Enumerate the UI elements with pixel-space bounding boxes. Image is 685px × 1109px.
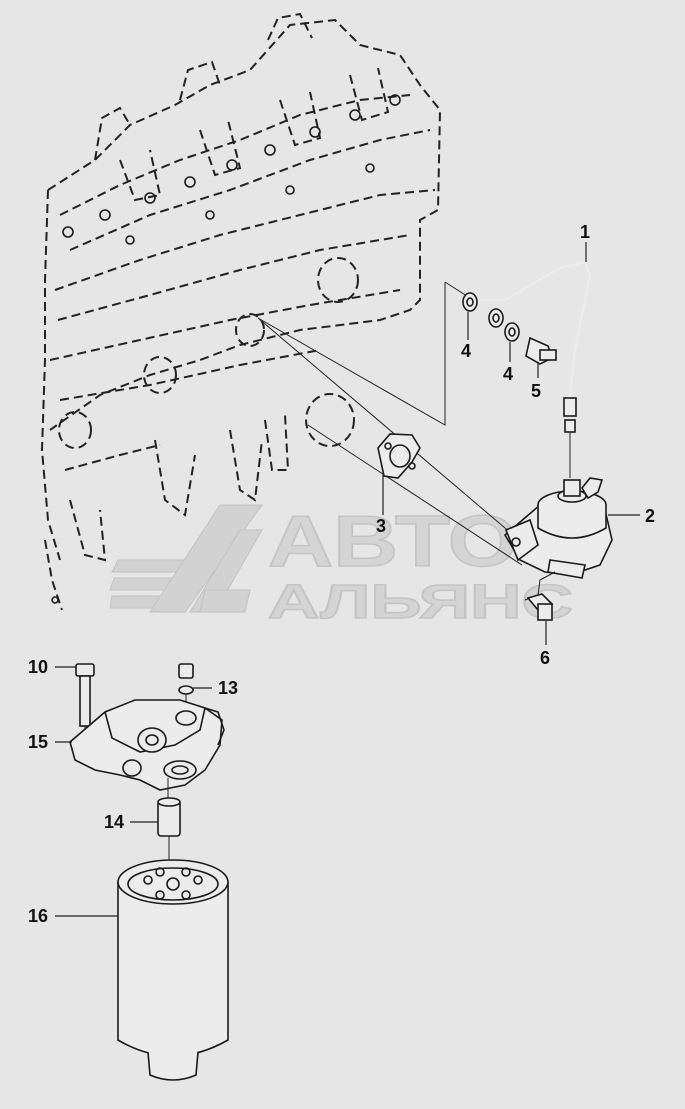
- banjo-bolt-part: [525, 336, 557, 365]
- gasket-part: [377, 433, 421, 479]
- callout-4a: 4: [461, 341, 471, 361]
- filter-adapter-part: [157, 797, 181, 860]
- watermark-line2: АЛЬЯНС: [268, 576, 573, 629]
- washer-part: [504, 322, 520, 342]
- callout-2: 2: [645, 506, 655, 526]
- callout-14: 14: [104, 812, 124, 832]
- filter-head-bolt-part: [75, 663, 95, 744]
- callout-16: 16: [28, 906, 48, 926]
- callout-leader-lines: [55, 242, 640, 917]
- filter-head-plug-part: [178, 663, 194, 712]
- callout-6: 6: [540, 648, 550, 668]
- watermark-emblem-icon: [109, 504, 263, 613]
- fuel-filter-cartridge-part: [117, 859, 229, 1081]
- callout-15: 15: [28, 732, 48, 752]
- mounting-bolt-part: [526, 593, 554, 621]
- washer-part: [462, 292, 478, 312]
- watermark-logo: АВТО АЛЬЯНС: [109, 501, 574, 630]
- watermark-line1: АВТО: [268, 502, 518, 582]
- washer-part: [488, 308, 504, 328]
- callout-13: 13: [218, 678, 238, 698]
- callout-10: 10: [28, 657, 48, 677]
- callout-4b: 4: [503, 364, 513, 384]
- assembly-leader-lines: [257, 281, 526, 566]
- callout-1: 1: [580, 222, 590, 242]
- filter-head-part: [69, 699, 225, 800]
- callout-5: 5: [531, 381, 541, 401]
- fuel-pump-part: [503, 477, 613, 601]
- callout-labels: 1 2 3 4 4 5 6 10 13 14 15 16: [28, 222, 655, 926]
- engine-block-outline: [40, 12, 442, 611]
- callout-3: 3: [376, 516, 386, 536]
- fuel-pipe-part: [478, 260, 592, 478]
